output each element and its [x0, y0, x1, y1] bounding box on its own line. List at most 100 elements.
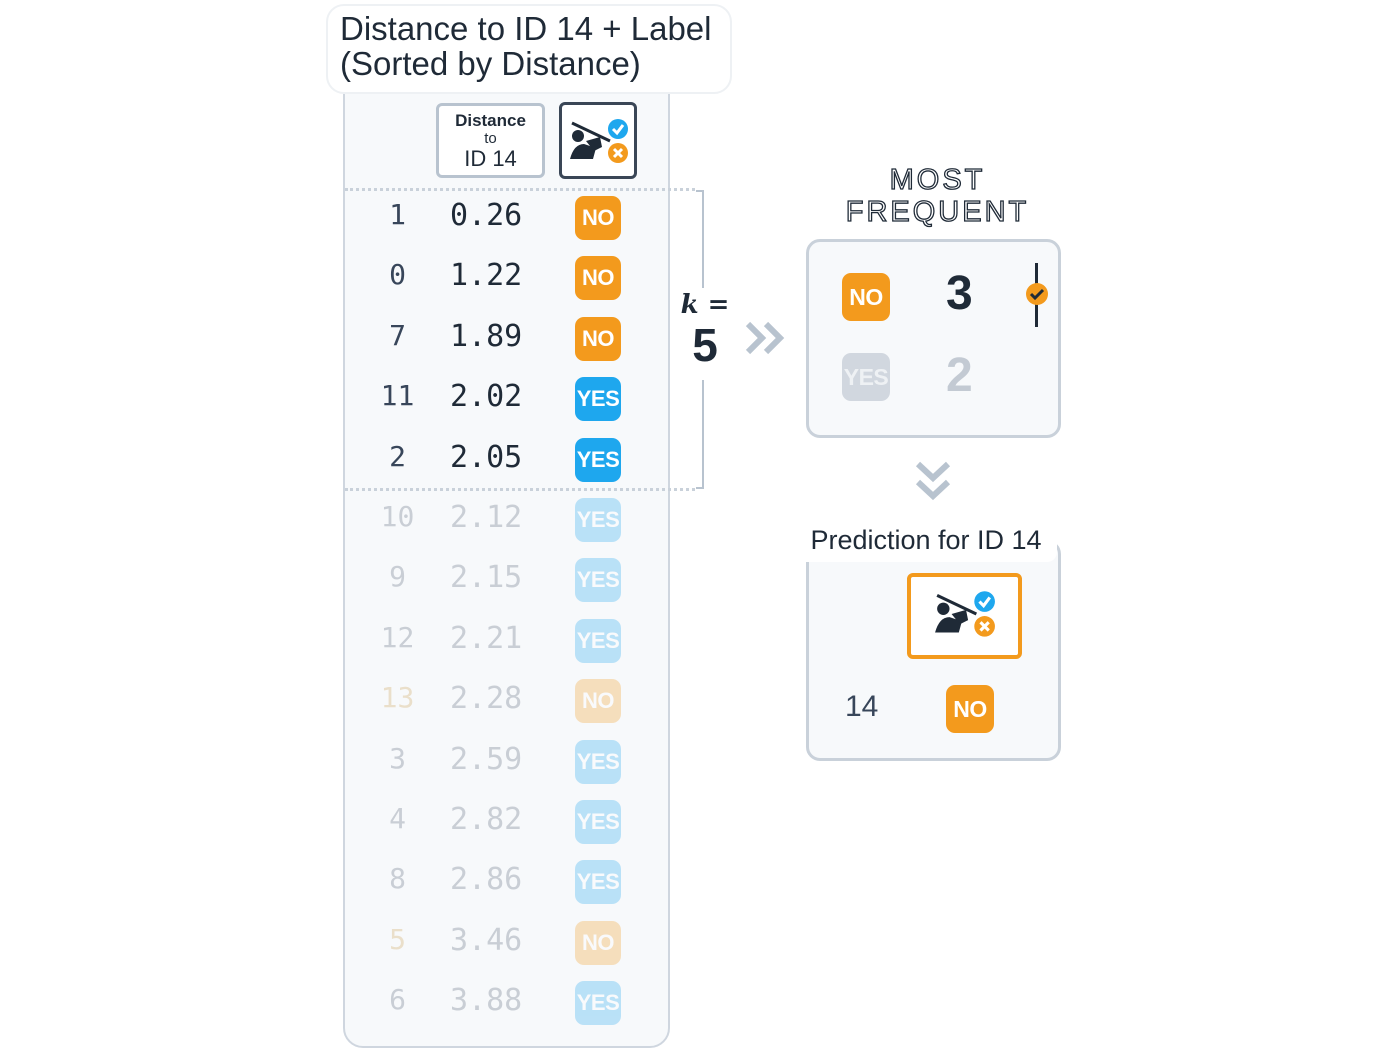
table-title-line1: Distance to ID 14 + Label	[340, 10, 712, 47]
distance-header-line3: ID 14	[464, 146, 517, 171]
row-label-badge: YES	[575, 739, 621, 784]
row-label-badge: YES	[575, 437, 621, 482]
row-label: NO	[575, 256, 621, 301]
table-row: 7 1.89 NO	[345, 309, 670, 369]
row-id: 11	[380, 379, 415, 413]
golf-decision-icon	[935, 591, 995, 637]
table-row: 10 2.12 YES	[345, 490, 670, 550]
row-id: 2	[389, 439, 406, 473]
golf-decision-icon	[570, 119, 628, 163]
table-row: 5 3.46 NO	[345, 913, 670, 973]
top-k-separator-top	[345, 188, 695, 191]
row-label: YES	[575, 981, 621, 1026]
table-title: Distance to ID 14 + Label (Sorted by Dis…	[326, 4, 732, 94]
table-row: 11 2.02 YES	[345, 369, 670, 429]
row-label-badge: YES	[575, 498, 621, 542]
row-label-badge: YES	[575, 377, 621, 422]
row-distance: 2.86	[450, 862, 523, 898]
row-distance: 2.02	[450, 379, 523, 415]
row-label: YES	[575, 739, 621, 784]
row-distance: 1.22	[450, 258, 523, 294]
row-label-badge: YES	[575, 860, 621, 905]
prediction-label-badge: NO	[946, 685, 994, 733]
row-label-badge: NO	[575, 679, 621, 724]
row-distance: 1.89	[450, 318, 523, 354]
winner-label-badge: NO	[842, 273, 890, 321]
row-label-badge: NO	[575, 196, 621, 240]
distance-header-line1: Distance	[455, 111, 526, 130]
row-label: NO	[575, 316, 621, 361]
table-row: 13 2.28 NO	[345, 671, 670, 731]
row-id: 1	[389, 198, 406, 231]
table-row: 4 2.82 YES	[345, 792, 670, 852]
row-label-badge: YES	[575, 618, 621, 663]
most-frequent-title-line1: MOST	[889, 163, 986, 196]
row-label: YES	[575, 498, 621, 542]
distance-column-header: Distance to ID 14	[436, 103, 545, 178]
row-id: 5	[389, 922, 406, 956]
distance-header-line2: to	[484, 130, 497, 147]
other-label-badge: YES	[842, 353, 890, 401]
row-id: 8	[389, 862, 406, 896]
most-frequent-title-line2: FREQUENT	[845, 195, 1030, 228]
row-distance: 0.26	[450, 198, 523, 233]
top-k-separator-bottom	[345, 488, 695, 491]
table-row: 12 2.21 YES	[345, 611, 670, 671]
check-icon	[1026, 283, 1048, 305]
row-label: YES	[575, 437, 621, 482]
row-distance: 2.12	[450, 500, 523, 535]
k-label-text: k =	[680, 290, 730, 320]
row-distance: 2.59	[450, 741, 523, 777]
row-id: 3	[389, 741, 406, 775]
table-title-line2: (Sorted by Distance)	[340, 45, 641, 82]
table-row: 3 2.59 YES	[345, 732, 670, 792]
table-row: 8 2.86 YES	[345, 852, 670, 912]
row-label-badge: NO	[575, 316, 621, 361]
row-id: 13	[380, 681, 415, 715]
row-id: 6	[389, 983, 406, 1017]
double-chevron-down-icon	[915, 461, 951, 501]
row-id: 0	[389, 258, 406, 292]
row-label: NO	[575, 679, 621, 724]
row-id: 9	[389, 560, 406, 594]
row-label-badge: YES	[575, 981, 621, 1026]
row-label-badge: NO	[575, 920, 621, 965]
row-id: 7	[389, 318, 406, 352]
table-row: 1 0.26 NO	[345, 188, 670, 248]
row-label: YES	[575, 800, 621, 844]
row-distance: 2.28	[450, 681, 523, 717]
row-label: NO	[575, 196, 621, 240]
row-distance: 2.21	[450, 620, 523, 656]
double-chevron-right-icon	[745, 321, 785, 355]
row-id: 4	[389, 802, 406, 835]
k-value: 5	[692, 319, 718, 371]
label-column-header	[559, 102, 637, 179]
row-distance: 2.15	[450, 560, 523, 596]
row-distance: 3.46	[450, 922, 523, 958]
row-id: 10	[380, 500, 415, 533]
row-id: 12	[380, 620, 415, 654]
table-row: 2 2.05 YES	[345, 430, 670, 490]
most-frequent-title: MOST FREQUENT	[845, 163, 1030, 228]
row-label: NO	[575, 920, 621, 965]
table-row: 6 3.88 YES	[345, 973, 670, 1033]
table-row: 9 2.15 YES	[345, 550, 670, 610]
prediction-id: 14	[845, 690, 879, 723]
most-frequent-box	[806, 239, 1061, 438]
table-row: 0 1.22 NO	[345, 248, 670, 308]
row-label: YES	[575, 618, 621, 663]
other-count: 2	[946, 349, 973, 402]
row-distance: 2.82	[450, 802, 523, 837]
winner-count: 3	[946, 267, 973, 320]
row-distance: 3.88	[450, 983, 523, 1019]
prediction-title: Prediction for ID 14	[795, 518, 1057, 562]
row-label-badge: YES	[575, 800, 621, 844]
k-label: k = 5	[680, 288, 730, 380]
row-distance: 2.05	[450, 439, 523, 475]
prediction-label-header	[907, 573, 1022, 659]
row-label: YES	[575, 377, 621, 422]
row-label-badge: NO	[575, 256, 621, 301]
row-label: YES	[575, 558, 621, 603]
row-label: YES	[575, 860, 621, 905]
row-label-badge: YES	[575, 558, 621, 603]
